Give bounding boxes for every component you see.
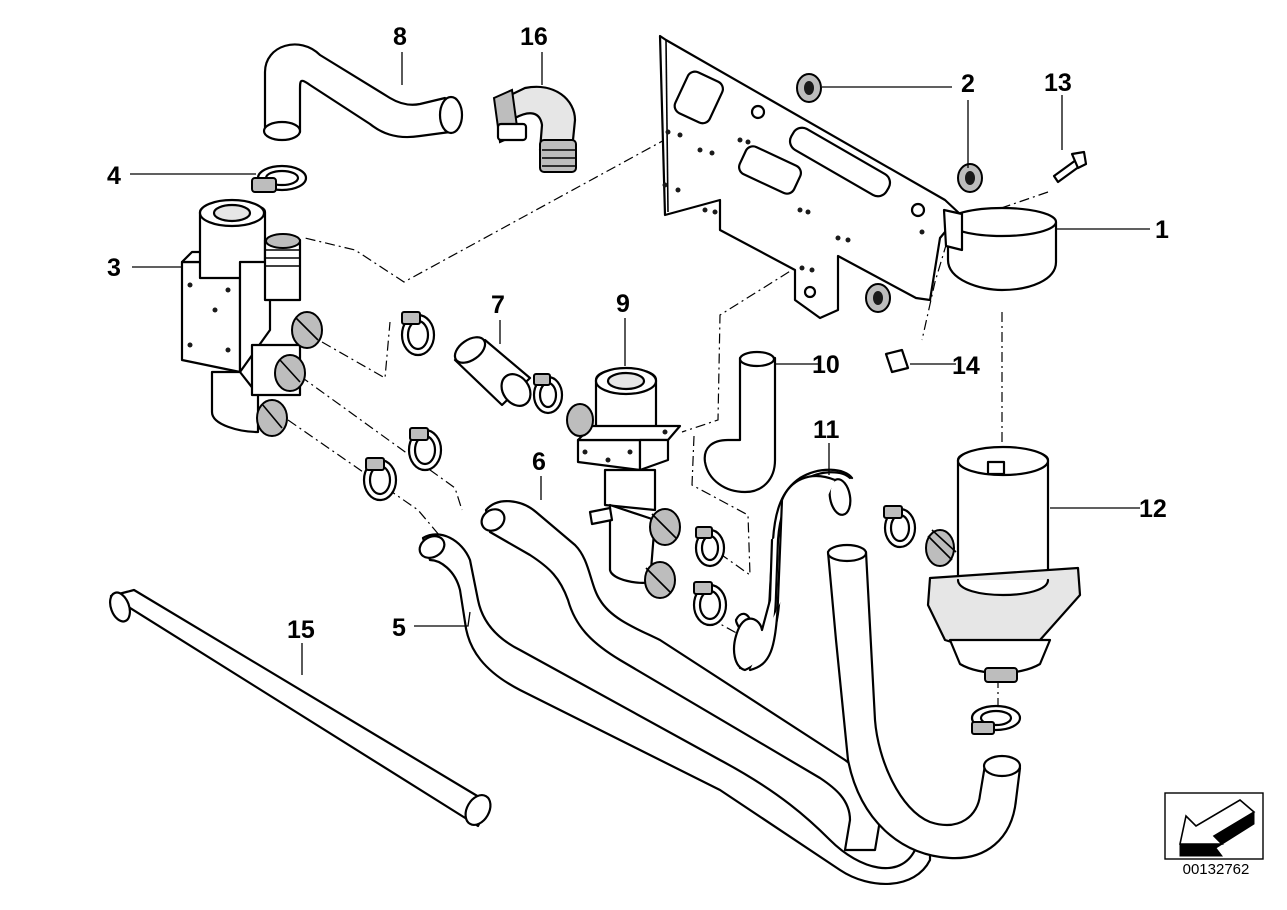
part-15-straight-hose [109,588,492,828]
assembly-lines [287,137,1049,712]
small-hose-clamps [362,311,1022,735]
part-3-double-valve [180,198,323,437]
part-4-hose-clamp [251,164,308,193]
callout-9: 9 [616,290,630,318]
callout-3: 3 [107,254,121,282]
part-14-clip-nut [884,348,910,374]
part-7-short-hose [453,336,532,407]
part-16-elbow-connector [492,85,577,173]
callout-2: 2 [961,70,975,98]
callout-10: 10 [812,351,840,379]
part-2-grommets [796,73,983,313]
part-10-hose [703,350,777,494]
callout-5: 5 [392,614,406,642]
direction-arrow-icon [1164,792,1264,860]
leader-lines [130,52,1150,675]
document-number: 00132762 [1182,861,1250,878]
part-12-electric-pump [925,445,1082,683]
clamp-d [362,457,398,502]
callout-12: 12 [1139,495,1167,523]
part-13-screw [1052,150,1088,184]
clamp-g [883,505,917,549]
part-1-clamp-band [942,206,1058,292]
part-9-single-valve [566,366,682,599]
valve-3-stubs [256,311,323,437]
callout-7: 7 [491,291,505,319]
clamp-h [970,704,1022,735]
callout-1: 1 [1155,216,1169,244]
callout-14: 14 [952,352,980,380]
bracket-plate [658,34,962,320]
callout-numbers: 1 2 3 4 5 6 7 8 9 10 11 12 13 14 15 16 [107,23,1169,644]
callout-4: 4 [107,162,121,190]
part-5-long-hose [418,533,932,886]
clamp-e [694,526,726,568]
clamp-a [400,311,436,357]
callout-8: 8 [393,23,407,51]
callout-16: 16 [520,23,548,51]
part-11-hose [732,468,854,672]
callout-6: 6 [532,448,546,476]
callout-11: 11 [813,416,840,444]
callout-15: 15 [287,616,315,644]
clamp-f [692,581,728,627]
clamp-b [532,373,564,415]
callout-13: 13 [1044,69,1072,97]
pump-outlet-hose [826,543,1022,860]
part-8-hose [262,43,464,142]
clamp-c [407,427,443,472]
